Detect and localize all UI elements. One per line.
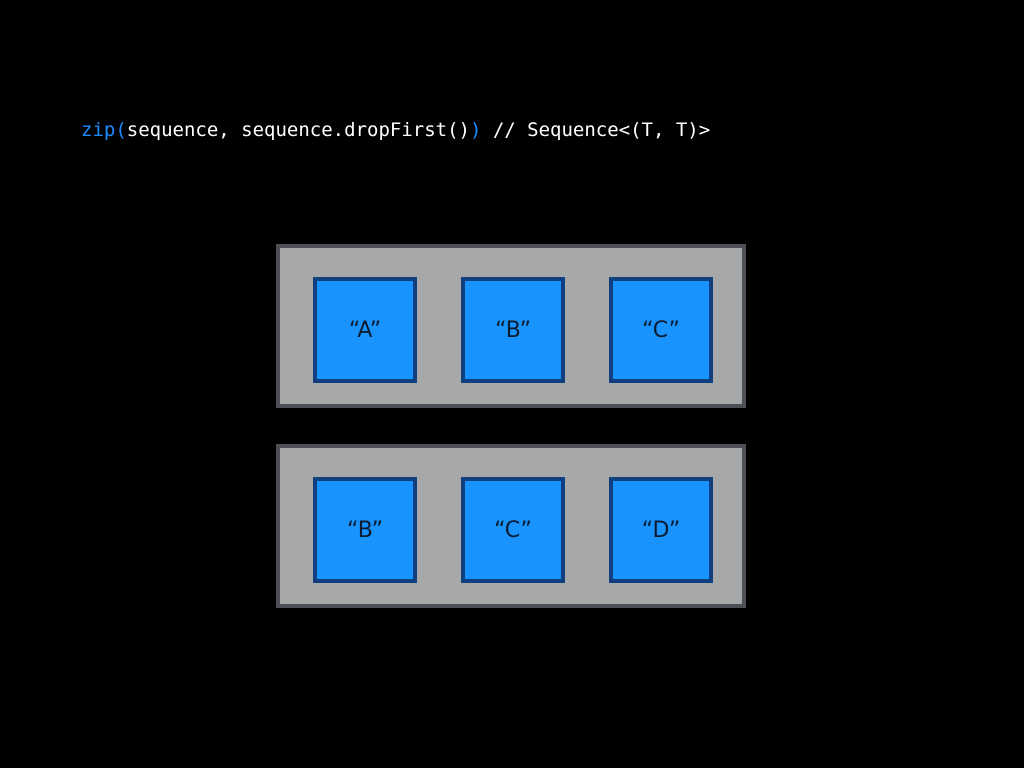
element-cell: “C” — [609, 277, 713, 383]
open-paren: ( — [115, 119, 127, 141]
element-cell: “B” — [461, 277, 565, 383]
zip-arguments: sequence, sequence.dropFirst() — [126, 119, 470, 141]
zip-function-name: zip — [81, 119, 116, 141]
element-cell: “B” — [313, 477, 417, 583]
element-cell: “D” — [609, 477, 713, 583]
element-cell: “C” — [461, 477, 565, 583]
type-comment: // Sequence<(T, T)> — [481, 119, 711, 141]
close-paren: ) — [469, 119, 482, 141]
sequence-container-top: “A” “B” “C” — [276, 244, 746, 408]
sequence-container-bottom: “B” “C” “D” — [276, 444, 746, 608]
code-snippet: zip(sequence, sequence.dropFirst()) // S… — [81, 116, 710, 144]
element-cell: “A” — [313, 277, 417, 383]
